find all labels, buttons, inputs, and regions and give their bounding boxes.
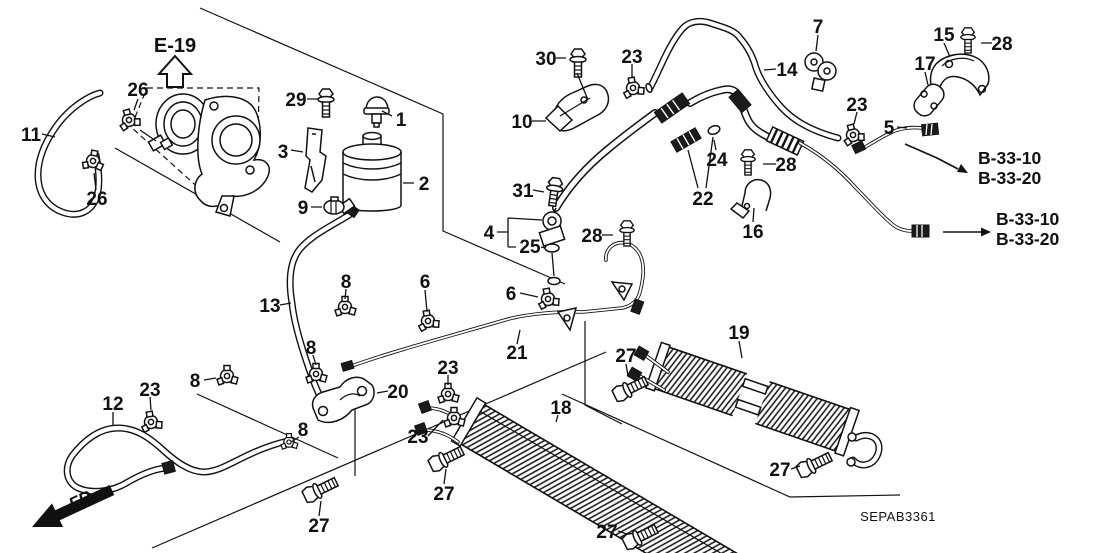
part-callout-27: 27 — [596, 522, 617, 543]
assembly-ref-label: E-19 — [154, 35, 196, 57]
power-steering-pump-drawing — [147, 93, 270, 217]
part-callout-31: 31 — [512, 181, 534, 202]
part-callout-11: 11 — [21, 125, 42, 146]
part-callout-19: 19 — [728, 323, 749, 344]
callout-leader-lines — [41, 34, 992, 535]
hose-12-drawing — [63, 424, 292, 495]
part-callout-18: 18 — [550, 398, 571, 419]
b33-ref-1-line-1: B-33-10 — [978, 148, 1041, 168]
part-callout-20: 20 — [387, 382, 408, 403]
part-callout-27: 27 — [615, 346, 636, 367]
part-callout-4: 4 — [484, 223, 495, 244]
part-callout-6: 6 — [506, 284, 517, 305]
part-callout-17: 17 — [914, 54, 935, 75]
bracket-20-drawing — [311, 376, 375, 424]
part-callout-27: 27 — [769, 460, 790, 481]
part-callout-5: 5 — [884, 118, 895, 139]
part-callout-3: 3 — [278, 142, 289, 163]
bellows-section — [765, 126, 805, 156]
part-callout-29: 29 — [285, 90, 306, 111]
bracket-16-drawing — [729, 178, 772, 220]
part-callout-6: 6 — [420, 272, 431, 293]
stay-10-drawing — [544, 83, 610, 133]
part-number-callouts: 1234566788889101112131415161718192021222… — [21, 17, 1013, 543]
part-callout-24: 24 — [706, 150, 728, 171]
part-callout-12: 12 — [102, 394, 123, 415]
part-callout-23: 23 — [437, 358, 458, 379]
b33-ref-2-line-2: B-33-20 — [996, 229, 1059, 249]
part-callout-23: 23 — [621, 47, 642, 68]
cooler-18-drawing — [413, 396, 744, 553]
b33-reference-labels: B-33-10B-33-20B-33-10B-33-20 — [978, 148, 1059, 249]
b33-ref-1-line-2: B-33-20 — [978, 168, 1041, 188]
clamp-9-icon — [323, 196, 345, 215]
part-callout-28: 28 — [581, 226, 602, 247]
part-callout-13: 13 — [259, 296, 280, 317]
clamp-icons — [80, 75, 867, 450]
part-callout-26: 26 — [127, 80, 148, 101]
pipe-5-drawing — [851, 122, 940, 155]
part-callout-8: 8 — [306, 338, 317, 359]
part-callout-27: 27 — [308, 516, 329, 537]
union-fitting-24-drawing — [670, 124, 721, 153]
o-ring-24 — [707, 124, 721, 136]
part-callout-30: 30 — [535, 49, 556, 70]
o-ring-25-upper — [544, 243, 560, 253]
part-callout-21: 21 — [506, 343, 528, 364]
joint-fitting-4-drawing — [538, 207, 566, 286]
reservoir-2-drawing — [337, 131, 402, 215]
bracket-3-drawing — [304, 127, 327, 193]
part-callout-8: 8 — [298, 420, 309, 441]
pipe-21-drawing — [340, 240, 646, 372]
part-callout-1: 1 — [396, 110, 407, 131]
part-callout-8: 8 — [190, 371, 201, 392]
part-callout-2: 2 — [419, 174, 430, 195]
part-callout-27: 27 — [433, 484, 454, 505]
part-callout-10: 10 — [511, 112, 532, 133]
reservoir-cap-1-drawing — [363, 96, 390, 128]
part-callout-26: 26 — [86, 189, 107, 210]
part-callout-28: 28 — [991, 34, 1012, 55]
part-callout-23: 23 — [407, 427, 428, 448]
part-callout-23: 23 — [846, 95, 867, 116]
part-callout-16: 16 — [742, 222, 763, 243]
grommet-17-drawing — [913, 83, 945, 117]
b33-ref-2-line-1: B-33-10 — [996, 209, 1059, 229]
part-callout-15: 15 — [933, 25, 955, 46]
hose-14-drawing — [645, 17, 842, 142]
part-callout-8: 8 — [341, 272, 352, 293]
part-callout-14: 14 — [776, 60, 798, 81]
part-callout-28: 28 — [775, 155, 796, 176]
part-callout-7: 7 — [813, 17, 824, 38]
part-callout-22: 22 — [692, 189, 713, 210]
fr-direction-arrow — [32, 485, 115, 527]
part-callout-23: 23 — [139, 380, 160, 401]
o-ring-25-lower — [547, 276, 561, 286]
e19-up-arrow-icon — [156, 54, 194, 88]
b33-reference-arrows — [904, 143, 991, 237]
cooler-19-drawing — [626, 341, 883, 469]
clamp-7-drawing — [804, 52, 837, 93]
diagram-code: SEPAB3361 — [860, 509, 936, 524]
pressure-hose-22-drawing — [552, 85, 930, 238]
part-callout-25: 25 — [519, 237, 541, 258]
hose-11-drawing — [34, 89, 104, 218]
part-callout-9: 9 — [298, 198, 309, 219]
